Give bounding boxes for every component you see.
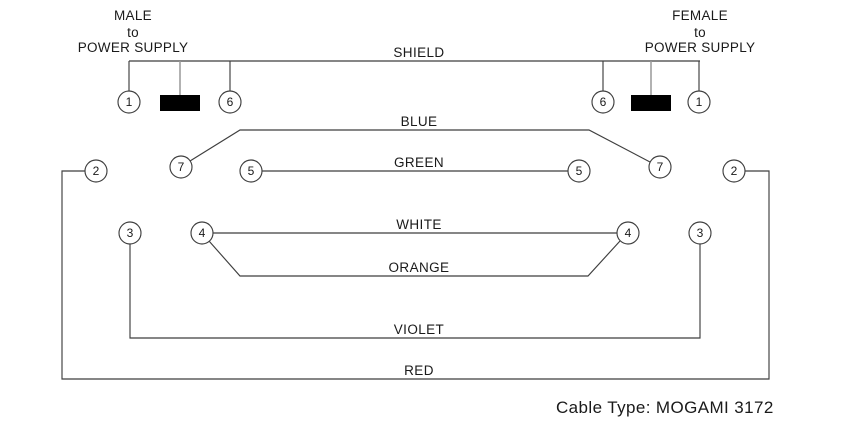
pin-female-3-number: 3 bbox=[697, 226, 704, 240]
female-connector-label: FEMALE to POWER SUPPLY bbox=[645, 8, 756, 55]
pin-male-2-number: 2 bbox=[93, 164, 100, 178]
pin-male-3: 3 bbox=[118, 221, 142, 245]
pin-male-7: 7 bbox=[169, 155, 193, 179]
pin-male-4-number: 4 bbox=[199, 226, 206, 240]
pin-female-2-number: 2 bbox=[731, 164, 738, 178]
pin-female-5: 5 bbox=[567, 159, 591, 183]
wire-label-blue: BLUE bbox=[401, 114, 438, 129]
pin-female-4-number: 4 bbox=[625, 226, 632, 240]
pin-female-1-number: 1 bbox=[696, 95, 703, 109]
male-connector-label: MALE to POWER SUPPLY bbox=[78, 8, 189, 55]
female-label-line2: to bbox=[694, 25, 706, 40]
female-connector-body bbox=[631, 95, 671, 111]
pin-male-6: 6 bbox=[218, 90, 242, 114]
wire-label-green: GREEN bbox=[394, 155, 444, 170]
cable-type-label: Cable Type: MOGAMI 3172 bbox=[556, 398, 774, 417]
pin-female-6: 6 bbox=[591, 90, 615, 114]
pin-male-1: 1 bbox=[117, 90, 141, 114]
female-label-line1: FEMALE bbox=[672, 8, 728, 23]
pin-female-5-number: 5 bbox=[576, 164, 583, 178]
male-label-line3: POWER SUPPLY bbox=[78, 40, 189, 55]
pin-male-1-number: 1 bbox=[126, 95, 133, 109]
pin-male-2: 2 bbox=[84, 159, 108, 183]
pin-female-3: 3 bbox=[688, 221, 712, 245]
violet-wire bbox=[129, 244, 701, 339]
pin-female-6-number: 6 bbox=[600, 95, 607, 109]
pin-male-6-number: 6 bbox=[227, 95, 234, 109]
male-label-line2: to bbox=[127, 25, 139, 40]
red-wire bbox=[61, 170, 770, 380]
male-connector-body bbox=[160, 95, 200, 111]
pin-male-7-number: 7 bbox=[178, 160, 185, 174]
orange-wire bbox=[208, 240, 621, 277]
shield-wire bbox=[128, 60, 700, 95]
wire-label-shield: SHIELD bbox=[393, 45, 444, 60]
pin-male-5: 5 bbox=[239, 159, 263, 183]
wire-label-red: RED bbox=[404, 363, 434, 378]
wire-label-violet: VIOLET bbox=[394, 322, 444, 337]
pin-female-7-number: 7 bbox=[657, 160, 664, 174]
pin-female-1: 1 bbox=[687, 90, 711, 114]
pin-female-7: 7 bbox=[648, 155, 672, 179]
pin-female-2: 2 bbox=[722, 159, 746, 183]
wire-label-white: WHITE bbox=[396, 217, 442, 232]
pin-male-3-number: 3 bbox=[127, 226, 134, 240]
female-label-line3: POWER SUPPLY bbox=[645, 40, 756, 55]
blue-wire bbox=[189, 129, 651, 163]
pin-male-5-number: 5 bbox=[248, 164, 255, 178]
pin-male-4: 4 bbox=[190, 221, 214, 245]
pin-female-4: 4 bbox=[616, 221, 640, 245]
wire-label-orange: ORANGE bbox=[389, 260, 450, 275]
male-label-line1: MALE bbox=[114, 8, 152, 23]
